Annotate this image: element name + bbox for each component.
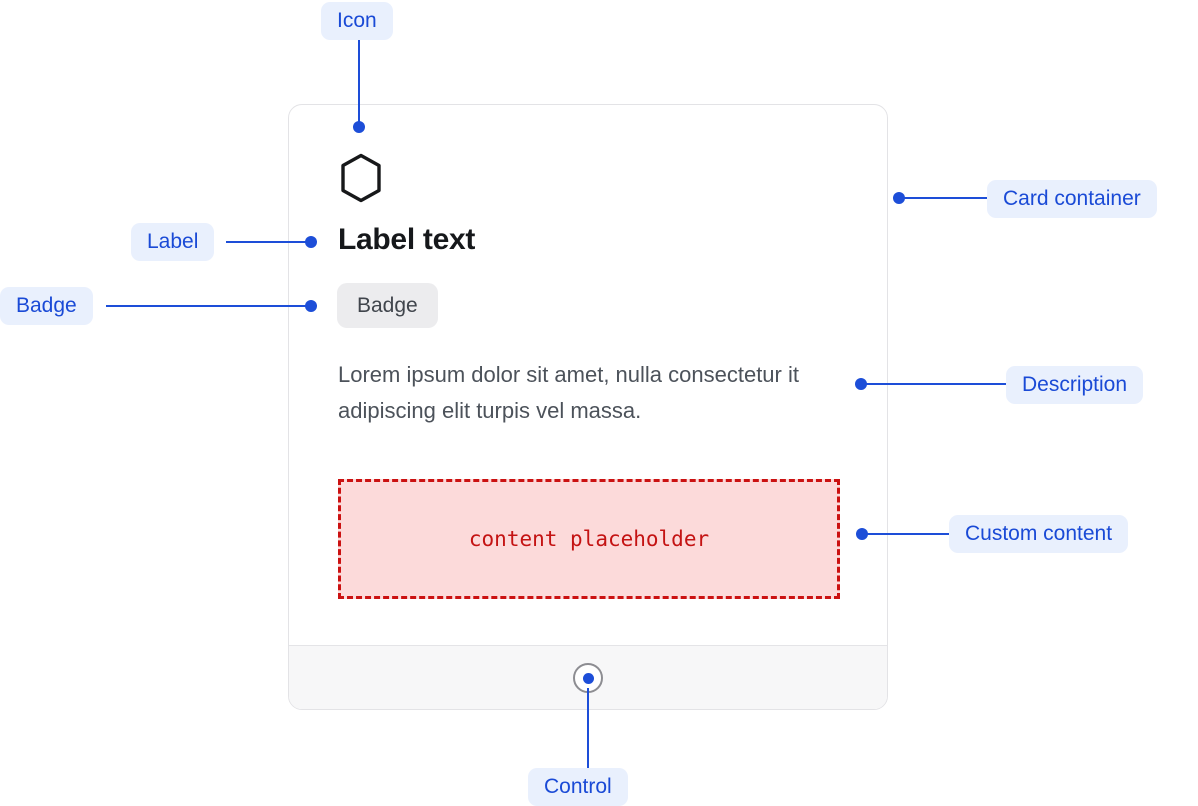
callout-line-description <box>861 383 1006 385</box>
hexagon-icon <box>341 153 381 203</box>
callout-pill-description: Description <box>1006 366 1144 404</box>
callout-pill-control: Control <box>528 768 628 806</box>
control-dot-icon <box>582 672 594 684</box>
callout-line-custom-content <box>862 533 949 535</box>
card-container: Label text Badge Lorem ipsum dolor sit a… <box>288 104 888 710</box>
callout-pill-badge: Badge <box>0 287 93 325</box>
callout-line-badge <box>106 305 311 307</box>
callout-line-label <box>226 241 311 243</box>
callout-pill-card-container: Card container <box>987 180 1157 218</box>
badge: Badge <box>337 283 438 328</box>
card-description: Lorem ipsum dolor sit amet, nulla consec… <box>338 362 799 423</box>
callout-dot-icon <box>353 121 365 133</box>
card-label: Label text <box>338 223 476 256</box>
callout-dot-label <box>305 236 317 248</box>
callout-pill-custom-content: Custom content <box>949 515 1129 553</box>
callout-line-control <box>587 688 589 768</box>
callout-line-card-container <box>899 197 987 199</box>
callout-pill-label: Label <box>131 223 215 261</box>
callout-dot-badge <box>305 300 317 312</box>
callout-line-icon <box>358 40 360 127</box>
callout-pill-icon: Icon <box>321 2 393 40</box>
custom-content-placeholder: content placeholder <box>338 479 840 599</box>
